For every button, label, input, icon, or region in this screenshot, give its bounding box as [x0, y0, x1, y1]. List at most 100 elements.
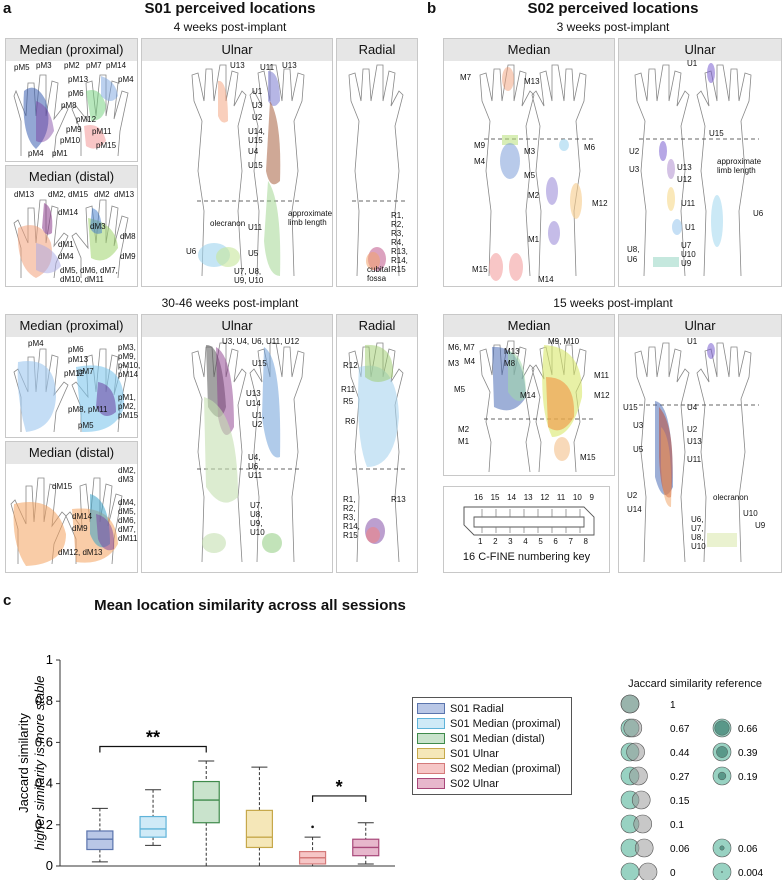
- sensation-region: [36, 101, 54, 143]
- legend-swatch: [417, 733, 445, 744]
- cfine-number: 16: [474, 493, 483, 502]
- panel-c-letter: c: [3, 592, 12, 609]
- cfine-number: 13: [523, 493, 533, 502]
- sensation-region: [42, 203, 53, 235]
- electrode-label: U4: [687, 403, 698, 412]
- electrode-label: M6, M7: [448, 343, 475, 352]
- reference-label: 0.19: [738, 772, 758, 783]
- sensation-region: [262, 533, 282, 553]
- electrode-label: pM12: [64, 369, 85, 378]
- sensation-region: [711, 195, 723, 247]
- panel-a-session2: 30-46 weeks post-implant: [161, 296, 299, 310]
- box-heading: Median (proximal): [6, 315, 137, 337]
- electrode-label: M14: [538, 275, 554, 284]
- reference-circle-inner: [714, 720, 730, 736]
- electrode-label: M8: [504, 359, 516, 368]
- sensation-region: [489, 253, 503, 281]
- electrode-label: U1: [687, 59, 698, 68]
- electrode-label: pM2,: [118, 402, 136, 411]
- electrode-label: M2: [528, 191, 540, 200]
- sensation-region: [264, 181, 281, 276]
- electrode-label: U14,: [248, 127, 265, 136]
- electrode-label: R1,: [391, 211, 404, 220]
- electrode-label: U1,: [252, 411, 265, 420]
- box-heading: Median: [444, 315, 614, 337]
- sensation-region: [707, 343, 715, 359]
- electrode-label: pM12: [76, 115, 97, 124]
- reference-label: 0.06: [738, 844, 758, 855]
- sensation-region: [96, 382, 116, 416]
- electrode-label: R5: [343, 397, 354, 406]
- electrode-label: U9,: [250, 519, 263, 528]
- electrode-label: U1: [252, 87, 263, 96]
- electrode-label: M4: [474, 157, 486, 166]
- reference-label: 0.39: [738, 748, 758, 759]
- sensation-region: [659, 141, 667, 161]
- electrode-label: M13: [524, 77, 540, 86]
- reference-circle: [620, 862, 640, 880]
- sensation-region: [17, 361, 56, 432]
- legend-swatch: [417, 703, 445, 714]
- electrode-label: pM4: [28, 339, 44, 348]
- electrode-label: R3,: [343, 513, 356, 522]
- electrode-label: R6: [345, 417, 356, 426]
- electrode-label: dM13: [14, 190, 35, 199]
- electrode-label: dM13: [114, 190, 135, 199]
- reference-label: 0.004: [738, 868, 763, 879]
- legend-swatch: [417, 763, 445, 774]
- sensation-region: [86, 90, 106, 121]
- electrode-label: M3: [448, 359, 460, 368]
- cfine-number: 14: [507, 493, 517, 502]
- electrode-label: cubital: [367, 265, 391, 274]
- electrode-label: dM14: [72, 512, 93, 521]
- electrode-label: U6,: [248, 462, 261, 471]
- electrode-label: U2: [629, 147, 640, 156]
- y-tick-label: 0.2: [35, 817, 53, 832]
- sensation-region: [653, 257, 679, 267]
- cfine-number: 9: [589, 493, 594, 502]
- legend-item: S01 Median (distal): [417, 731, 567, 746]
- electrode-label: U13: [282, 61, 297, 70]
- electrode-label: dM4: [58, 252, 74, 261]
- electrode-label: limb length: [288, 218, 327, 227]
- sensation-region: [508, 351, 526, 401]
- reference-circle: [633, 814, 653, 834]
- electrode-label: M15: [472, 265, 488, 274]
- sensation-region: [502, 67, 514, 91]
- hand-diagram: [10, 477, 123, 566]
- electrode-label: pM8, pM11: [68, 405, 108, 414]
- arm-diagram: [348, 64, 407, 277]
- electrode-label: U10: [743, 509, 758, 518]
- sensation-region: [84, 125, 106, 149]
- electrode-label: dM9: [120, 252, 136, 261]
- electrode-label: U7,: [691, 524, 704, 533]
- electrode-label: U15: [709, 129, 724, 138]
- electrode-label: M6: [584, 143, 596, 152]
- electrode-label: pM15: [118, 411, 139, 420]
- y-tick-label: 0: [46, 858, 53, 873]
- electrode-label: M12: [592, 199, 608, 208]
- sensation-region: [707, 63, 715, 83]
- y-axis-label-secondary: higher similarity is more stable: [32, 676, 47, 851]
- reference-circle: [634, 838, 654, 858]
- electrode-label: U2: [627, 491, 638, 500]
- legend-item: S02 Ulnar: [417, 776, 567, 791]
- electrode-label: M11: [594, 371, 609, 380]
- legend-swatch: [417, 718, 445, 729]
- electrode-label: U5: [633, 445, 644, 454]
- legend-label: S01 Ulnar: [450, 747, 499, 760]
- sensation-region: [90, 208, 102, 234]
- electrode-label: U6: [753, 209, 764, 218]
- box-heading: Median (distal): [6, 442, 137, 464]
- reference-label: 1: [670, 700, 676, 711]
- electrode-label: fossa: [367, 274, 387, 283]
- hand-diagram: [13, 74, 129, 157]
- electrode-label: pM3: [36, 61, 52, 70]
- sensation-region: [502, 135, 518, 145]
- electrode-label: U8,: [250, 510, 263, 519]
- electrode-label: M7: [460, 73, 472, 82]
- panel-a-letter: a: [3, 0, 12, 17]
- reference-label: 0.44: [670, 748, 690, 759]
- reference-circle: [626, 742, 645, 762]
- electrode-label: M12: [594, 391, 610, 400]
